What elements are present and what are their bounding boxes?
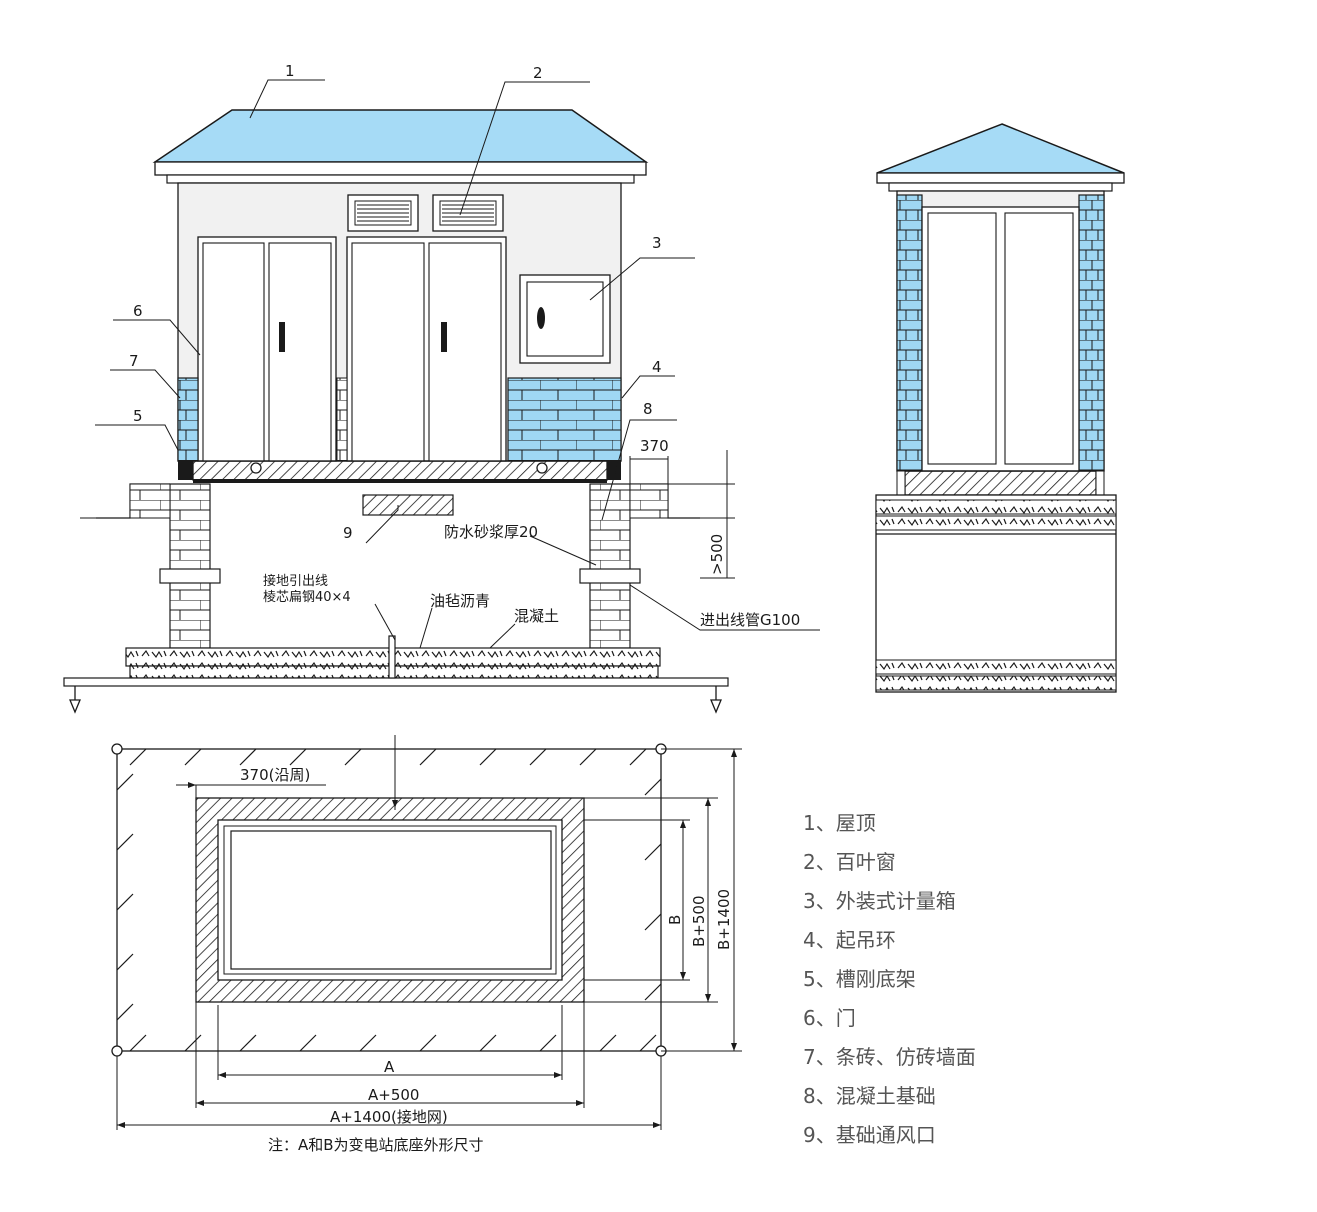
roof-eave — [154, 161, 647, 176]
grounding-lead-label: 接地引出线 — [263, 573, 328, 589]
plan-view: 370(沿周) A A+500 A+1400(接地网) B B+500 B+14… — [111, 735, 742, 1154]
door-handle-icon — [279, 322, 285, 352]
cable-pipe-left — [159, 568, 221, 584]
legend-item-lifting-ring: 4、起吊环 — [803, 928, 896, 952]
callout-4: 4 — [652, 358, 662, 376]
callout-3: 3 — [652, 234, 662, 252]
side-brick-right — [1078, 194, 1105, 472]
grounding-steel-label: 棱芯扁钢40×4 — [263, 589, 351, 605]
perimeter-label: 370(沿周) — [240, 766, 310, 784]
door-handle-icon — [441, 322, 447, 352]
legend-item-channel-base: 5、槽刚底架 — [803, 967, 916, 991]
callout-9: 9 — [343, 524, 353, 542]
legend-item-brick-wall: 7、条砖、仿砖墙面 — [803, 1045, 976, 1069]
legend-item-door: 6、门 — [803, 1006, 856, 1030]
side-brick-left — [896, 194, 923, 472]
door-right — [346, 236, 507, 462]
foundation-wall-right — [589, 483, 631, 649]
legend-item-foundation-vent: 9、基础通风口 — [803, 1123, 936, 1147]
legend-item-louver: 2、百叶窗 — [803, 850, 896, 874]
callout-2: 2 — [533, 64, 543, 82]
dim-a500-label: A+500 — [368, 1086, 419, 1104]
brick-strip — [336, 377, 348, 462]
asphalt-felt-label: 油毡沥青 — [430, 592, 490, 610]
foundation-wall-left — [169, 483, 211, 649]
callout-6: 6 — [133, 302, 143, 320]
dim-b1400-label: B+1400 — [715, 889, 733, 950]
side-channel-base — [904, 470, 1097, 496]
roof — [152, 109, 649, 163]
cable-duct-label: 进出线管G100 — [700, 611, 800, 629]
dim-500-label: >500 — [708, 534, 726, 575]
legend-item-roof: 1、屋顶 — [803, 811, 876, 835]
grounding-lead — [388, 635, 396, 679]
brick-cladding-right — [507, 377, 622, 462]
callout-5: 5 — [133, 407, 143, 425]
dim-a1400-label: A+1400(接地网) — [330, 1108, 448, 1126]
legend-item-meter-box: 3、外装式计量箱 — [803, 889, 956, 913]
callout-7: 7 — [129, 352, 139, 370]
callout-8: 8 — [643, 400, 653, 418]
lifting-ring-icon — [250, 462, 262, 474]
side-elevation — [875, 123, 1125, 693]
front-elevation: 1 2 3 4 5 6 7 8 9 370 >500 防水砂浆厚20 接地引出线… — [63, 62, 820, 714]
dim-370-label: 370 — [640, 437, 669, 455]
foundation-vent — [362, 494, 454, 516]
callout-1: 1 — [285, 62, 295, 80]
waterproof-mortar-label: 防水砂浆厚20 — [444, 523, 538, 541]
louver-window-left — [347, 194, 419, 232]
door-left — [197, 236, 337, 462]
metering-box — [519, 274, 611, 364]
dim-b-label: B — [666, 915, 684, 925]
side-roof — [876, 123, 1125, 174]
lifting-ring-icon — [536, 462, 548, 474]
cable-pipe-right — [579, 568, 641, 584]
dim-b500-label: B+500 — [690, 896, 708, 948]
concrete-label: 混凝土 — [514, 607, 559, 625]
brick-cladding-left — [177, 377, 199, 462]
dim-a-label: A — [384, 1058, 395, 1076]
meter-window-icon — [537, 307, 545, 329]
base-outline — [230, 830, 552, 970]
legend-item-concrete-foundation: 8、混凝土基础 — [803, 1084, 936, 1108]
legend: 1、屋顶 2、百叶窗 3、外装式计量箱 4、起吊环 5、槽刚底架 6、门 7、条… — [803, 808, 1123, 1159]
plan-note: 注：A和B为变电站底座外形尺寸 — [268, 1136, 484, 1154]
louver-window-right — [432, 194, 504, 232]
roof-fascia — [166, 174, 635, 184]
